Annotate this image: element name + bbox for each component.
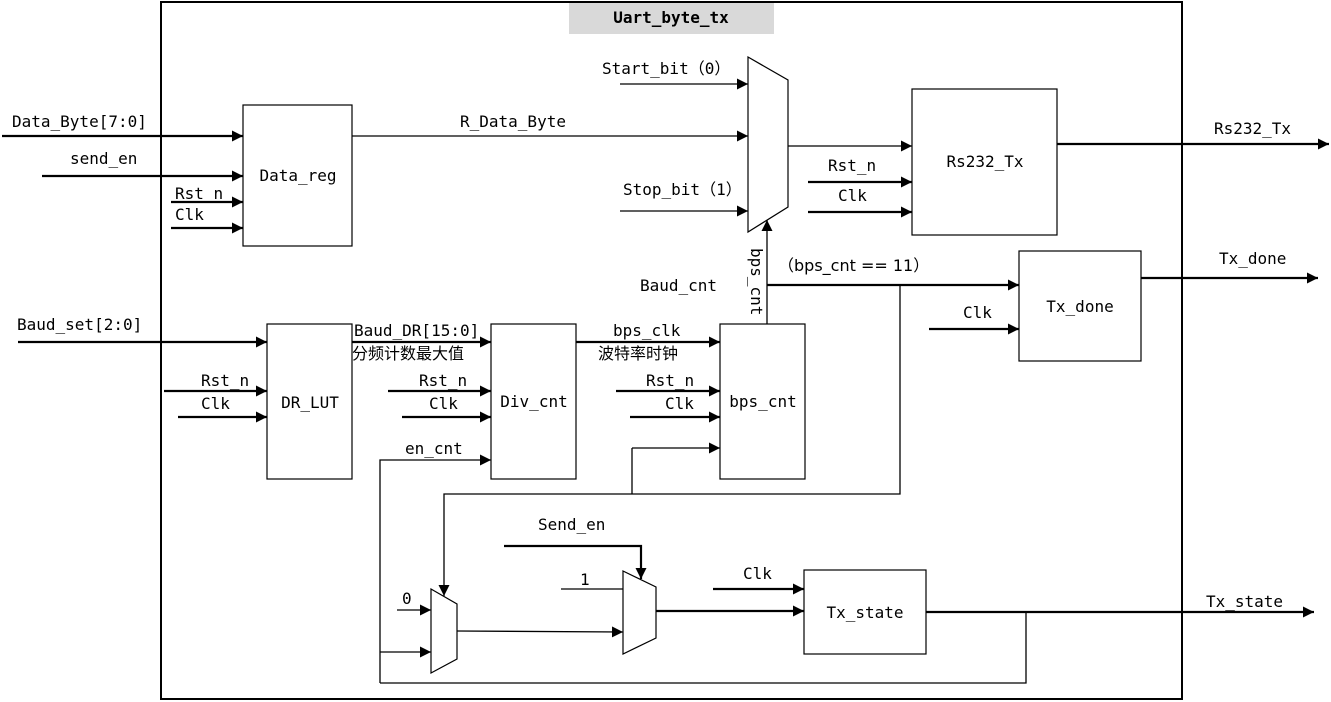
div-cnt-rst-label: Rst_n — [419, 371, 467, 390]
rs232-clk-label: Clk — [838, 186, 867, 205]
send-en-port: send_en — [70, 149, 137, 168]
en-cnt-wire — [379, 454, 491, 683]
tx-state-label: Tx_state — [826, 603, 903, 622]
div-cnt-clk-label: Clk — [429, 394, 458, 413]
bps-cnt-eq-label: （bps_cnt == 11） — [778, 256, 929, 276]
en-cnt-mux — [430, 587, 458, 675]
tx-done-block — [1018, 250, 1142, 362]
data-reg-rst-label: Rst_n — [175, 184, 223, 203]
tx-state-clk-label: Clk — [743, 564, 772, 583]
title-background — [569, 3, 774, 34]
start-bit-label: Start_bit（0） — [602, 59, 730, 78]
baud-dr-cn-label: 分频计数最大值 — [352, 344, 464, 363]
data-reg-label: Data_reg — [259, 166, 336, 185]
data-reg-block — [242, 104, 353, 247]
rs232-tx-block — [911, 88, 1058, 236]
send-en-inner-label: Send_en — [538, 515, 605, 534]
data-byte-port: Data_Byte[7:0] — [12, 112, 147, 131]
tx-done-clk-label: Clk — [963, 303, 992, 322]
send-en-mux — [622, 570, 657, 655]
r-data-byte-label: R_Data_Byte — [460, 112, 566, 131]
bps-clk-cn-label: 波特率时钟 — [598, 344, 678, 363]
tx-state-out-port: Tx_state — [1206, 592, 1283, 611]
bps-cnt-label: bps_cnt — [729, 392, 796, 411]
tx-state-feedback-wire — [380, 612, 1027, 684]
stop-bit-label: Stop_bit（1） — [623, 180, 742, 199]
dr-lut-rst-label: Rst_n — [201, 371, 249, 390]
output-mux — [747, 55, 789, 234]
tx-done-out-port: Tx_done — [1219, 249, 1286, 268]
dr-lut-clk-label: Clk — [201, 394, 230, 413]
module-boundary — [160, 1, 1183, 700]
baud-set-port: Baud_set[2:0] — [17, 315, 142, 334]
en-cnt-label: en_cnt — [405, 439, 463, 458]
module-title: Uart_byte_tx — [613, 8, 729, 27]
bps-cnt-rst-label: Rst_n — [646, 371, 694, 390]
div-cnt-block — [490, 323, 577, 480]
mux-chain-wire — [456, 626, 624, 638]
div-cnt-label: Div_cnt — [500, 392, 567, 411]
bps-cnt-block — [719, 323, 806, 480]
dr-lut-label: DR_LUT — [281, 393, 339, 412]
bps-clk-label: bps_clk — [613, 321, 681, 340]
baud-cnt-label: Baud_cnt — [640, 276, 717, 295]
dr-lut-block — [266, 323, 353, 480]
send-en-inner-wire — [504, 544, 647, 579]
rs232-tx-out-port: Rs232_Tx — [1214, 119, 1291, 138]
bps-cnt-vertical-label: bps_cnt — [747, 248, 766, 315]
rs232-rst-label: Rst_n — [828, 156, 876, 175]
baud-dr-label: Baud_DR[15:0] — [354, 321, 479, 340]
rs232-tx-label: Rs232_Tx — [946, 152, 1023, 171]
mux-const-0-label: 0 — [402, 589, 412, 608]
tx-done-label: Tx_done — [1046, 297, 1113, 316]
data-reg-clk-label: Clk — [175, 205, 204, 224]
done-feedback-wire — [438, 285, 901, 596]
mux-const-1-label: 1 — [580, 570, 590, 589]
bps-cnt-clk-label: Clk — [665, 394, 694, 413]
